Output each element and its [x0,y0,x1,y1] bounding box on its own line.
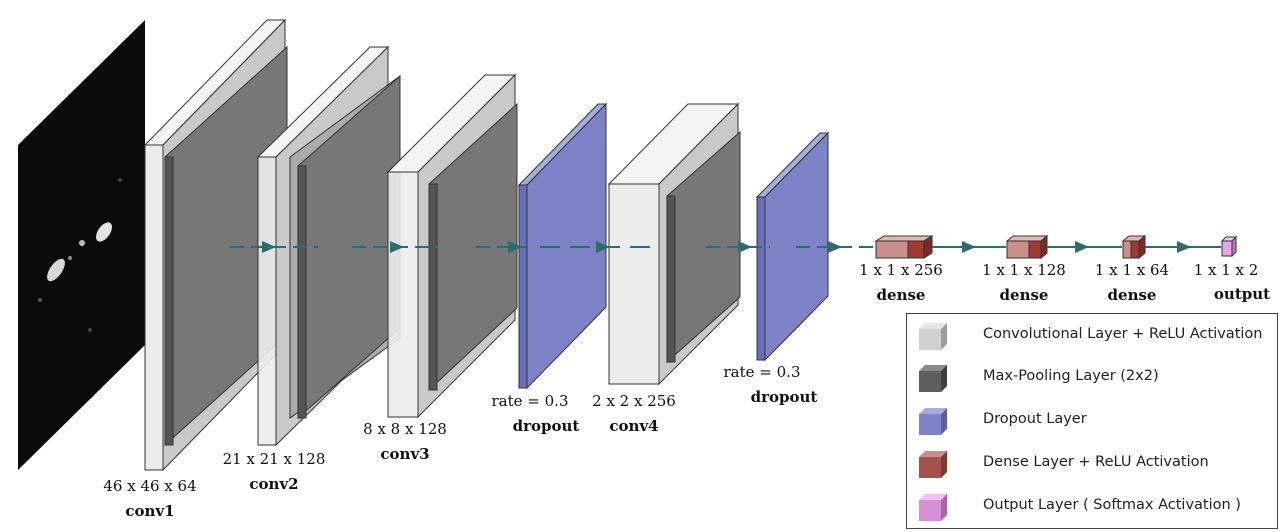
dense2-block [1005,234,1049,260]
output-dims-label: 1 x 1 x 2 [1193,261,1259,279]
dense3-block [1121,234,1147,260]
conv1-dims-label: 46 x 46 x 64 [103,477,197,495]
dropout1-block [517,102,608,390]
dropout2-rate-label: rate = 0.3 [723,363,801,381]
legend-label-dense: Dense Layer + ReLU Activation [983,454,1209,470]
legend-item-output: Output Layer ( Softmax Activation ) [907,491,1277,521]
conv4-dims-label: 2 x 2 x 256 [592,392,676,410]
output-cube-icon [919,494,947,521]
dense3-name-label: dense [1107,286,1157,304]
dropout-cube-icon [919,408,947,435]
dense2-dims-label: 1 x 1 x 128 [982,261,1066,279]
output-block [1220,235,1238,258]
legend-item-pool: Max-Pooling Layer (2x2) [907,362,1277,392]
conv3-block [386,73,518,419]
dropout1-rate-label: rate = 0.3 [491,392,569,410]
dense1-block [874,235,934,259]
legend-label-dropout: Dropout Layer [983,411,1087,427]
conv1-name-label: conv1 [125,502,175,520]
legend: Convolutional Layer + ReLU Activation Ma… [906,313,1278,529]
legend-label-output: Output Layer ( Softmax Activation ) [983,497,1241,513]
legend-label-pool: Max-Pooling Layer (2x2) [983,368,1159,384]
dense2-name-label: dense [999,286,1049,304]
legend-label-conv: Convolutional Layer + ReLU Activation [983,326,1263,342]
conv4-name-label: conv4 [609,417,659,435]
dense3-dims-label: 1 x 1 x 64 [1094,261,1170,279]
output-name-label: output [1213,285,1271,303]
dense1-name-label: dense [876,286,926,304]
dense1-dims-label: 1 x 1 x 256 [859,261,943,279]
flow-arrows [230,241,1221,253]
input-image [18,20,145,470]
legend-item-dense: Dense Layer + ReLU Activation [907,448,1277,478]
dense-cube-icon [919,451,947,478]
dropout1-name-label: dropout [512,417,580,435]
conv3-dims-label: 8 x 8 x 128 [363,420,447,438]
conv4-block [607,102,741,386]
conv2-block [256,45,401,447]
conv3-name-label: conv3 [380,445,430,463]
pool-cube-icon [919,365,947,392]
dropout2-name-label: dropout [750,388,818,406]
legend-item-conv: Convolutional Layer + ReLU Activation [907,320,1277,350]
legend-item-dropout: Dropout Layer [907,405,1277,435]
conv-cube-icon [919,323,947,350]
conv2-dims-label: 21 x 21 x 128 [222,450,326,468]
conv1-block [143,18,288,472]
conv2-name-label: conv2 [249,475,299,493]
